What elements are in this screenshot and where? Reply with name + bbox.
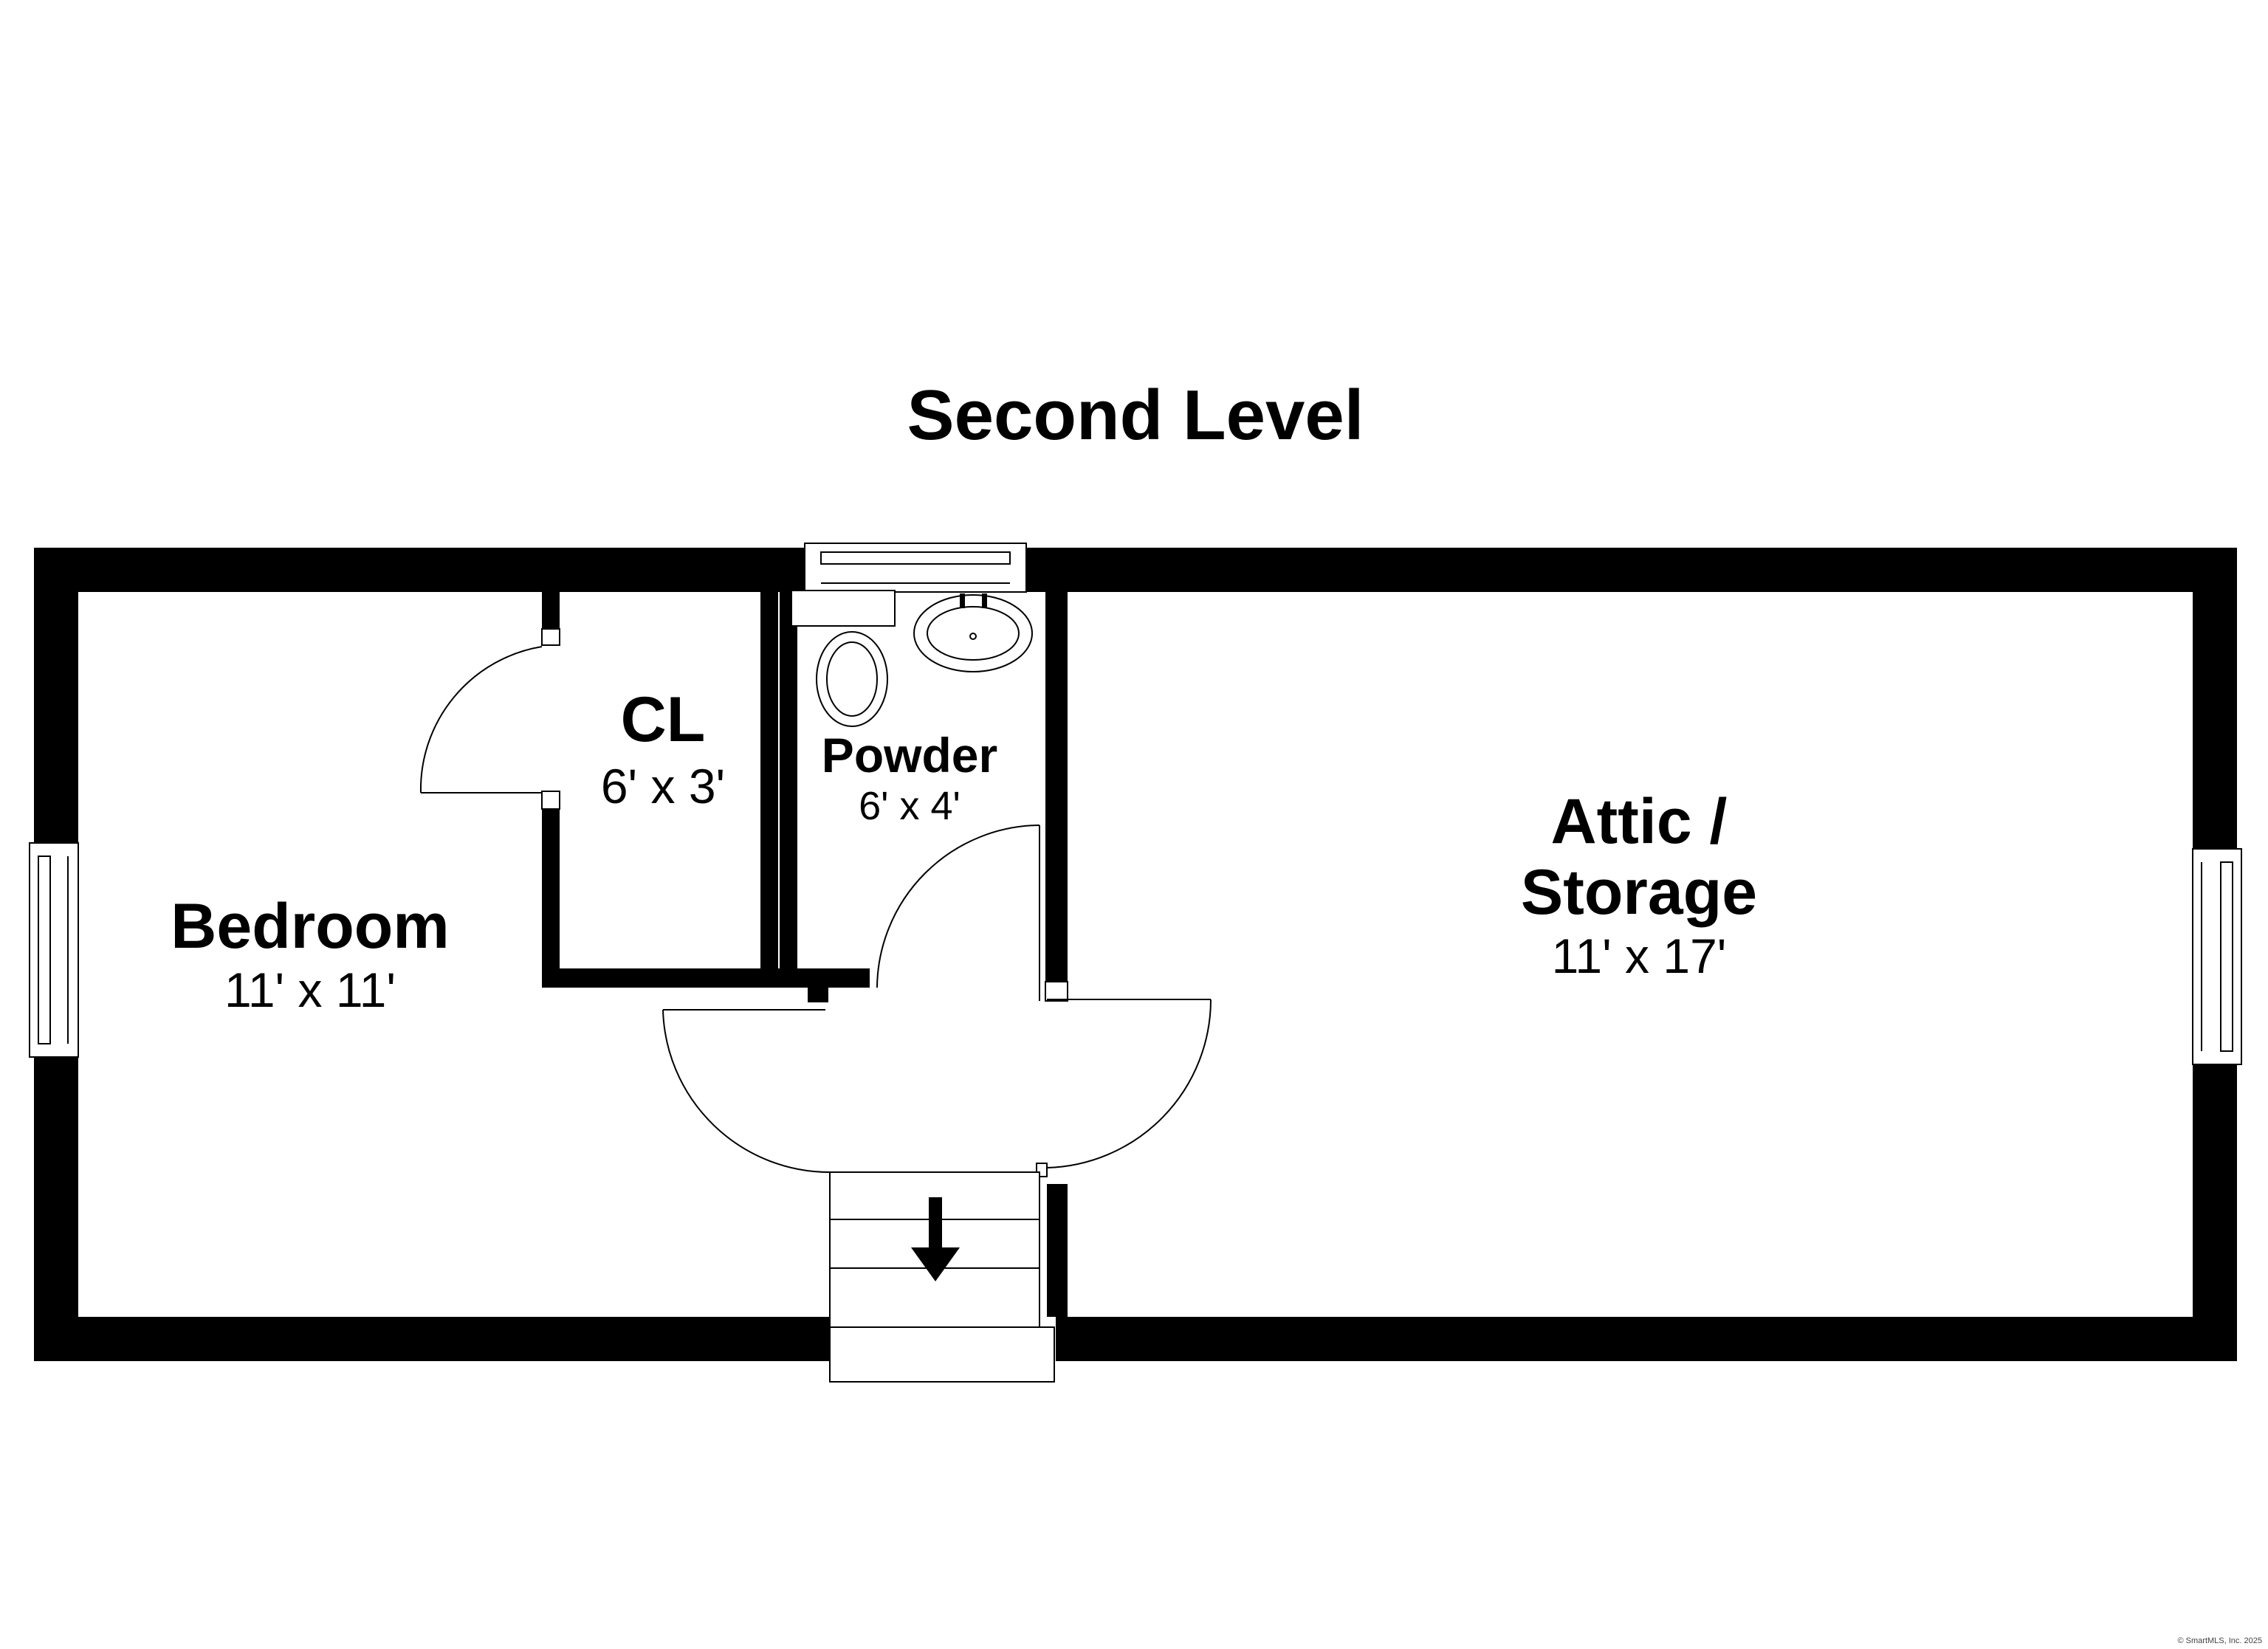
room-dimensions: 11' x 17'	[1552, 929, 1727, 983]
interior-walls	[541, 592, 1068, 1317]
window-right-attic	[2192, 848, 2242, 1065]
toilet-icon	[791, 590, 896, 727]
closet-door	[419, 646, 543, 793]
room-dimensions: 6' x 4'	[859, 784, 961, 828]
room-name: Attic /	[1551, 786, 1728, 857]
room-name: CL	[621, 684, 706, 755]
room-name: Storage	[1521, 857, 1757, 928]
exterior-walls	[34, 548, 2237, 1361]
room-closet: CL 6' x 3'	[601, 684, 725, 813]
window-left-bedroom	[29, 842, 79, 1058]
stairs-down-arrow-icon	[911, 1197, 960, 1281]
room-powder: Powder 6' x 4'	[822, 728, 997, 828]
bedroom-door	[662, 1009, 831, 1173]
room-name: Powder	[822, 728, 997, 782]
room-attic-storage: Attic / Storage 11' x 17'	[1521, 786, 1757, 983]
room-bedroom: Bedroom 11' x 11'	[171, 891, 449, 1017]
attic-door	[1046, 999, 1212, 1168]
room-dimensions: 6' x 3'	[601, 759, 725, 813]
copyright-text: © SmartMLS, Inc. 2025	[2178, 1636, 2263, 1645]
floor-title: Second Level	[907, 376, 1364, 455]
powder-door	[876, 824, 1040, 1001]
sink-icon	[913, 593, 1033, 672]
room-dimensions: 11' x 11'	[224, 963, 396, 1017]
window-top-powder	[804, 543, 1027, 593]
room-name: Bedroom	[171, 891, 449, 962]
